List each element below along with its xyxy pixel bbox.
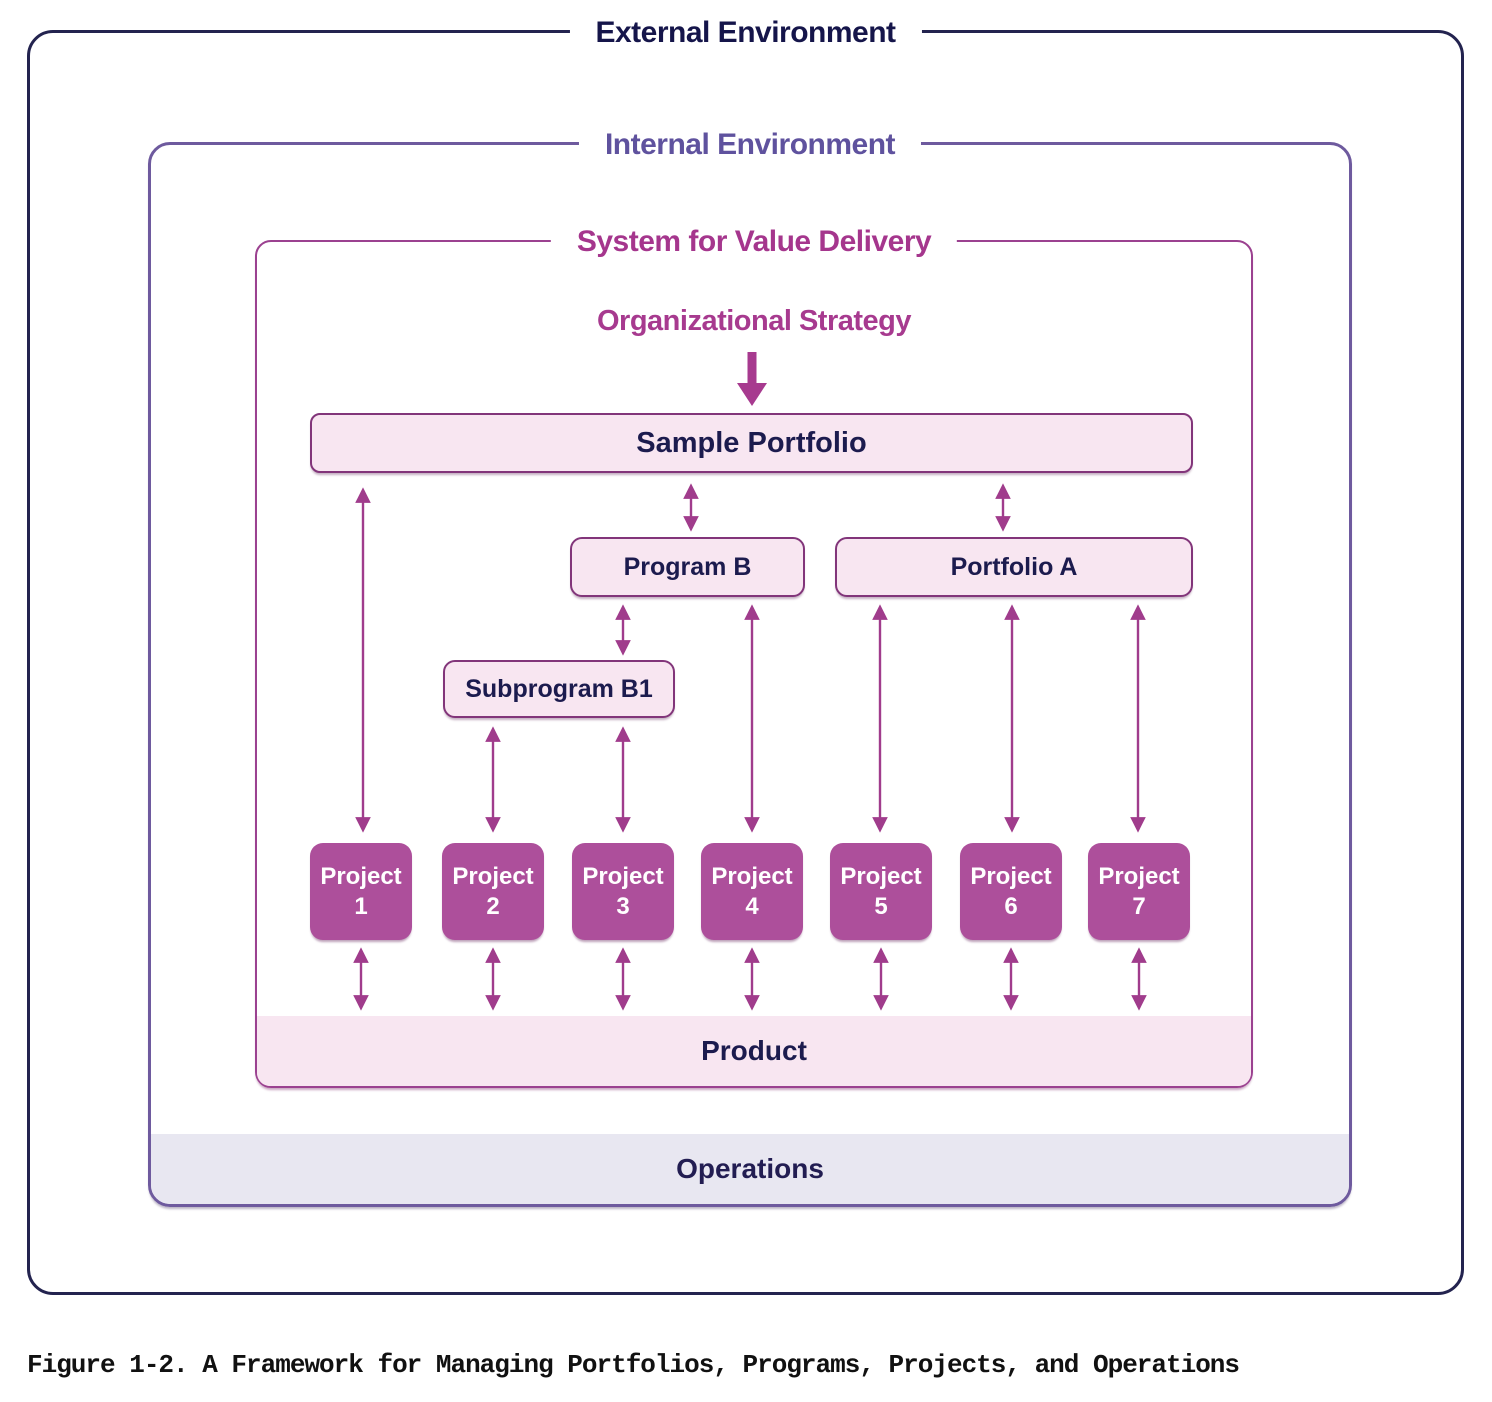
system-for-value-delivery-box: System for Value Delivery Product <box>255 225 1253 1088</box>
figure-caption: Figure 1-2. A Framework for Managing Por… <box>27 1350 1240 1380</box>
subprogram-b1-box: Subprogram B1 <box>443 660 675 718</box>
internal-environment-box: Internal Environment Operations <box>148 128 1352 1207</box>
project-3-box: Project 3 <box>572 843 674 940</box>
project-2-box: Project 2 <box>442 843 544 940</box>
product-band: Product <box>257 1016 1251 1086</box>
program-b-box: Program B <box>570 537 805 597</box>
project-6-box: Project 6 <box>960 843 1062 940</box>
portfolio-a-box: Portfolio A <box>835 537 1193 597</box>
organizational-strategy-label: Organizational Strategy <box>596 305 912 337</box>
sample-portfolio-box: Sample Portfolio <box>310 413 1193 473</box>
project-4-box: Project 4 <box>701 843 803 940</box>
project-5-box: Project 5 <box>830 843 932 940</box>
project-1-box: Project 1 <box>310 843 412 940</box>
project-7-box: Project 7 <box>1088 843 1190 940</box>
external-environment-box: External Environment <box>27 16 1464 1295</box>
internal-environment-label: Internal Environment <box>578 128 922 162</box>
external-environment-label: External Environment <box>569 16 922 50</box>
system-for-value-delivery-label: System for Value Delivery <box>550 225 958 259</box>
operations-band: Operations <box>151 1134 1349 1204</box>
